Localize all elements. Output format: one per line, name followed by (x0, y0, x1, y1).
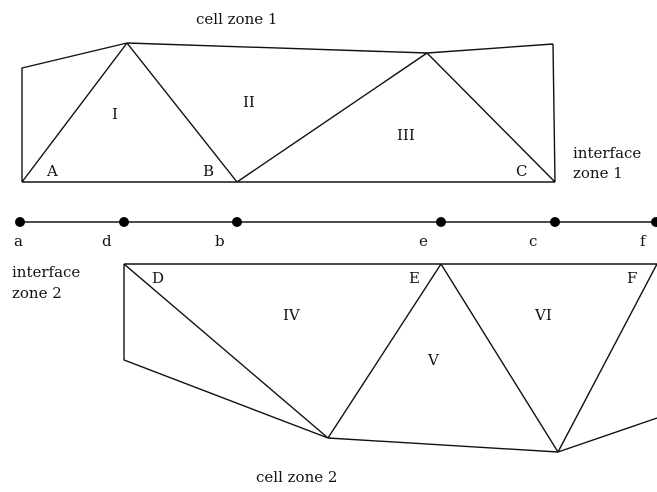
point-f-marker (651, 217, 657, 227)
cell-zone-2-label: cell zone 2 (256, 468, 337, 486)
point-d-marker (119, 217, 129, 227)
intersection-line (15, 217, 657, 227)
zone2-diagonal-d (557, 263, 657, 453)
interface-zone-1-label-line2: zone 1 (573, 164, 623, 182)
zone2-left-boundary (123, 264, 329, 439)
zone1-diagonal-b (126, 42, 238, 183)
interface-zone-2-label-line2: zone 2 (12, 284, 62, 302)
cell-zone-1-label: cell zone 1 (196, 10, 277, 28)
cell-label-vi: VI (534, 306, 552, 324)
cell-label-i: I (112, 105, 118, 123)
point-b-marker (232, 217, 242, 227)
face-label-e: E (409, 269, 420, 287)
interface-zone-1-label-line1: interface (573, 144, 641, 162)
point-label-c: c (529, 232, 537, 250)
cell-label-iii: III (397, 126, 415, 144)
face-label-d: D (152, 269, 164, 287)
face-label-a: A (46, 162, 58, 180)
zone1-diagonal-c (236, 52, 428, 183)
zone2-bottom-boundary (327, 417, 657, 453)
cell-label-iv: IV (283, 306, 301, 324)
point-a-marker (15, 217, 25, 227)
point-c-marker (550, 217, 560, 227)
interface-zone-2-label-line1: interface (12, 263, 80, 281)
point-label-b: b (215, 232, 225, 250)
cell-zone-1-mesh (21, 42, 556, 183)
point-label-a: a (14, 232, 23, 250)
zone2-diagonal-a (123, 263, 329, 439)
zone1-diagonal-a (21, 42, 128, 183)
zone1-left-boundary (21, 42, 128, 182)
zone2-diagonal-b (327, 263, 442, 439)
zone1-top-boundary (126, 42, 554, 54)
cell-label-v: V (427, 351, 440, 369)
point-label-d: d (102, 232, 112, 250)
zone2-diagonal-c (440, 263, 559, 453)
point-label-e: e (419, 232, 428, 250)
face-label-b: B (203, 162, 214, 180)
point-e-marker (436, 217, 446, 227)
cell-label-ii: II (243, 93, 255, 111)
face-label-f: F (627, 269, 637, 287)
zone1-diagonal-d (426, 52, 556, 183)
point-label-f: f (640, 232, 647, 250)
face-label-c: C (516, 162, 527, 180)
zone1-right-boundary (552, 43, 556, 183)
cell-zone-2-mesh (123, 263, 657, 453)
